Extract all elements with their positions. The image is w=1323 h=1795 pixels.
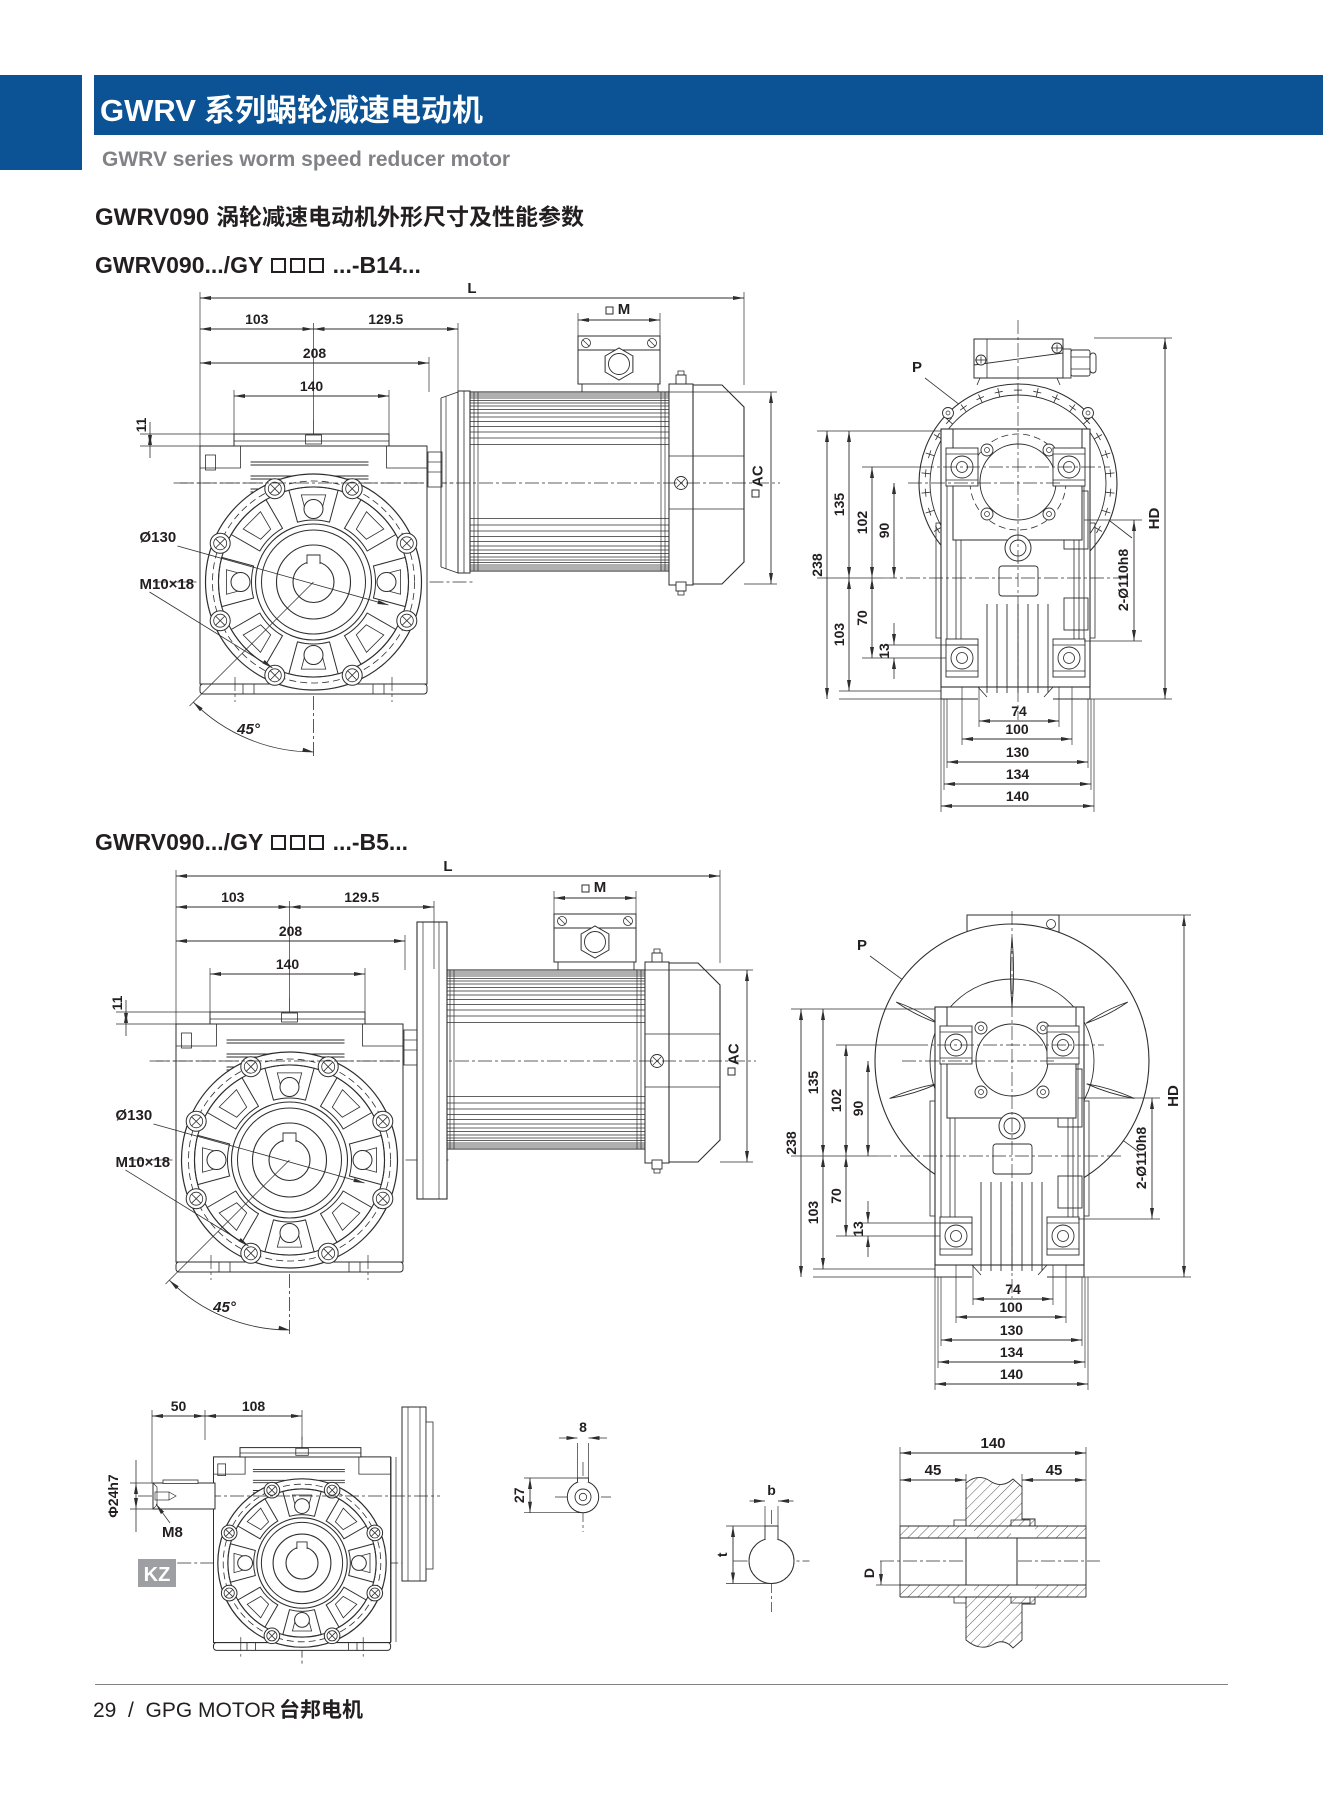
svg-text:135: 135 [805, 1071, 821, 1095]
svg-text:208: 208 [303, 345, 327, 361]
svg-text:D: D [861, 1568, 877, 1578]
svg-text:45°: 45° [212, 1299, 237, 1316]
svg-text:102: 102 [828, 1089, 844, 1113]
svg-text:100: 100 [999, 1299, 1023, 1315]
svg-text:108: 108 [242, 1398, 266, 1414]
svg-text:208: 208 [279, 923, 303, 939]
svg-text:M8: M8 [162, 1524, 183, 1541]
svg-text:27: 27 [511, 1487, 527, 1503]
svg-text:13: 13 [876, 643, 892, 659]
svg-text:102: 102 [854, 511, 870, 535]
svg-text:11: 11 [133, 417, 149, 432]
svg-text:2-Ø110h8: 2-Ø110h8 [1133, 1127, 1149, 1189]
svg-text:GWRV series worm speed reducer: GWRV series worm speed reducer motor [102, 148, 510, 171]
svg-text:140: 140 [300, 378, 324, 394]
svg-text:P: P [857, 937, 867, 954]
svg-text:M: M [618, 301, 631, 318]
svg-text:AC: AC [749, 465, 766, 487]
svg-text:103: 103 [245, 311, 269, 327]
svg-text:140: 140 [1000, 1366, 1024, 1382]
svg-text:134: 134 [1000, 1344, 1024, 1360]
svg-text:70: 70 [828, 1188, 844, 1204]
svg-text:140: 140 [276, 956, 300, 972]
svg-text:90: 90 [850, 1101, 866, 1117]
svg-text:M10×18: M10×18 [140, 576, 195, 593]
svg-text:130: 130 [1000, 1322, 1024, 1338]
svg-text:45: 45 [925, 1462, 942, 1479]
svg-text:11: 11 [109, 995, 125, 1010]
svg-text:238: 238 [783, 1131, 799, 1155]
svg-text:238: 238 [809, 553, 825, 577]
svg-text:13: 13 [850, 1221, 866, 1237]
svg-text:103: 103 [831, 623, 847, 647]
svg-text:KZ: KZ [144, 1564, 171, 1586]
svg-text:t: t [714, 1552, 730, 1557]
svg-text:74: 74 [1011, 703, 1027, 719]
svg-text:M: M [594, 879, 607, 896]
svg-text:AC: AC [725, 1043, 742, 1065]
svg-text:129.5: 129.5 [368, 311, 403, 327]
svg-text:HD: HD [1146, 508, 1163, 530]
svg-text:103: 103 [221, 889, 245, 905]
svg-text:140: 140 [1006, 788, 1030, 804]
svg-text:2-Ø110h8: 2-Ø110h8 [1115, 549, 1131, 611]
svg-text:M10×18: M10×18 [116, 1154, 171, 1171]
svg-text:Φ24h7: Φ24h7 [105, 1474, 121, 1518]
svg-text:50: 50 [171, 1398, 187, 1414]
svg-text:45: 45 [1046, 1462, 1063, 1479]
svg-text:b: b [767, 1482, 776, 1498]
svg-text:70: 70 [854, 610, 870, 626]
svg-text:Ø130: Ø130 [140, 529, 177, 546]
svg-text:GWRV: GWRV [100, 93, 196, 128]
svg-text:29 / GPG MOTOR: 29 / GPG MOTOR [93, 1699, 276, 1722]
svg-text:130: 130 [1006, 744, 1030, 760]
svg-text:90: 90 [876, 523, 892, 539]
svg-text:L: L [467, 280, 476, 297]
svg-text:140: 140 [980, 1435, 1005, 1452]
svg-text:45°: 45° [236, 721, 261, 738]
svg-text:8: 8 [579, 1419, 587, 1435]
svg-text:134: 134 [1006, 766, 1030, 782]
svg-text:103: 103 [805, 1201, 821, 1225]
svg-text:P: P [912, 359, 922, 376]
svg-text:74: 74 [1005, 1281, 1021, 1297]
svg-text:L: L [443, 858, 452, 875]
svg-text:Ø130: Ø130 [116, 1107, 153, 1124]
svg-text:129.5: 129.5 [344, 889, 379, 905]
svg-text:HD: HD [1165, 1085, 1182, 1107]
svg-text:100: 100 [1005, 721, 1029, 737]
svg-text:135: 135 [831, 493, 847, 517]
svg-text:GWRV090: GWRV090 [95, 204, 209, 231]
